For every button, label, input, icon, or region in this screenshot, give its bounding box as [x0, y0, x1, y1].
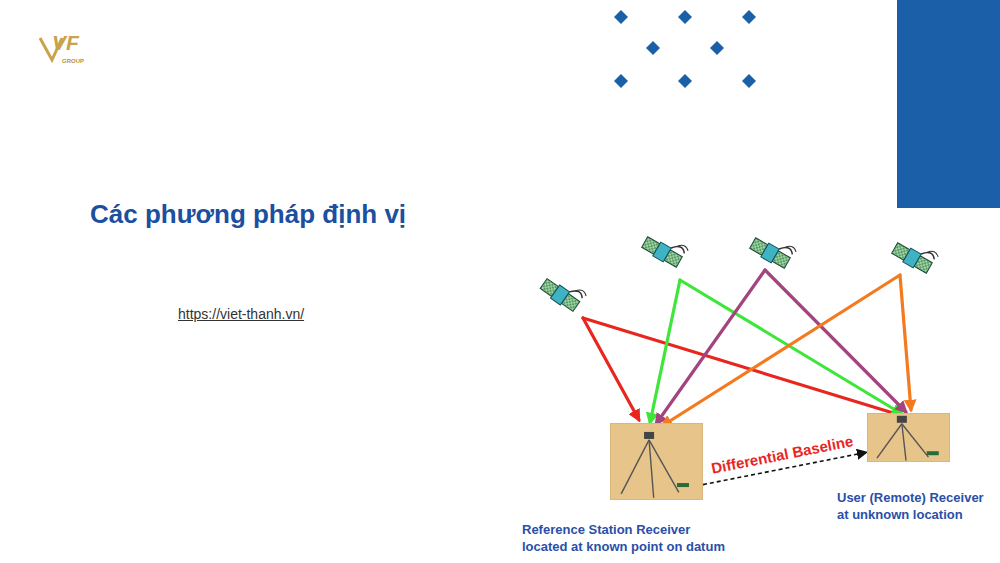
receiver-caption: Reference Station Receiver located at kn…	[522, 521, 734, 555]
receiver-box: User (Remote) Receiver at unknown locati…	[867, 413, 950, 462]
receiver-caption: User (Remote) Receiver at unknown locati…	[837, 489, 995, 523]
receiver-box: Reference Station Receiver located at kn…	[610, 423, 703, 500]
logo-mark: VF	[52, 31, 79, 55]
tripod-receiver	[867, 413, 950, 462]
slide-title: Các phương pháp định vị	[90, 199, 406, 230]
web-link: https://viet-thanh.vn/	[178, 306, 304, 322]
logo-text: GROUP	[62, 58, 84, 64]
tripod-receiver	[610, 423, 703, 500]
